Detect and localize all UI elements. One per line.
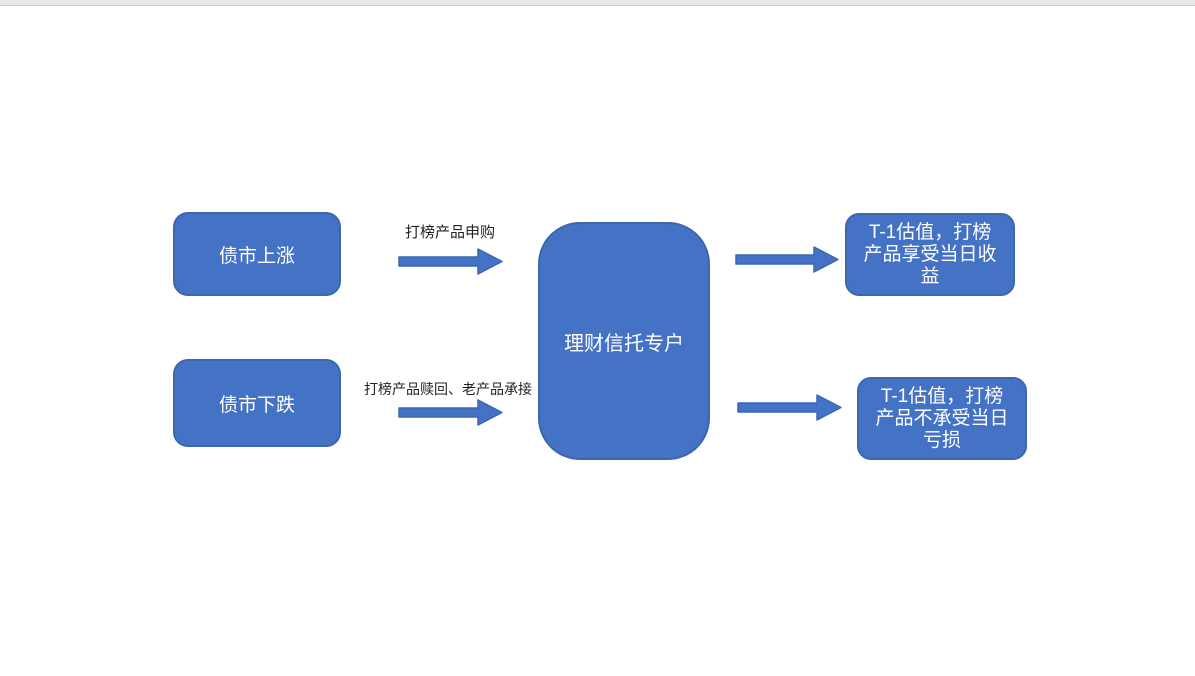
node-bond-market-up-label: 债市上涨 bbox=[218, 245, 295, 267]
arrow-right-icon bbox=[398, 399, 503, 426]
node-bond-market-down: 债市下跌 bbox=[173, 359, 341, 447]
arrow-right-icon bbox=[737, 394, 842, 421]
node-bond-market-down-label: 债市下跌 bbox=[218, 394, 295, 416]
flow-arrow-bond-down-to-trust bbox=[398, 399, 503, 426]
arrow-right-icon bbox=[735, 246, 839, 273]
edge-label-redemption: 打榜产品赎回、老产品承接 bbox=[364, 381, 532, 397]
flow-arrow-bond-up-to-trust bbox=[398, 248, 503, 275]
flow-arrow-trust-to-gain bbox=[735, 246, 839, 273]
node-trust-account: 理财信托专户 bbox=[538, 222, 710, 460]
edge-label-subscription: 打榜产品申购 bbox=[404, 224, 495, 241]
flow-arrow-trust-to-no-loss bbox=[737, 394, 842, 421]
node-result-gain-label: T-1估值，打榜 产品享受当日收 益 bbox=[863, 221, 997, 287]
node-trust-account-label: 理财信托专户 bbox=[564, 332, 684, 355]
arrow-right-icon bbox=[398, 248, 503, 275]
node-result-gain: T-1估值，打榜 产品享受当日收 益 bbox=[845, 213, 1015, 296]
node-result-no-loss-label: T-1估值，打榜 产品不承受当日 亏损 bbox=[875, 385, 1009, 451]
node-result-no-loss: T-1估值，打榜 产品不承受当日 亏损 bbox=[857, 377, 1027, 460]
node-bond-market-up: 债市上涨 bbox=[173, 212, 341, 296]
window-top-edge bbox=[0, 0, 1195, 6]
